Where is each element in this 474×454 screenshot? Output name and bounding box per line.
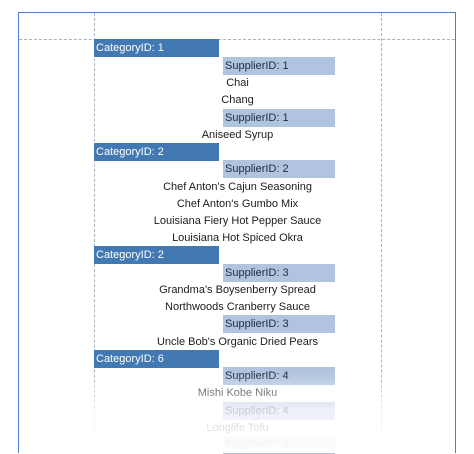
report-page: CategoryID: 1 SupplierID: 1 Chai Chang S… [18, 12, 456, 454]
product-row: Chef Anton's Gumbo Mix [176, 198, 299, 210]
product-row: Louisiana Hot Spiced Okra [172, 232, 303, 244]
left-margin-guide [94, 13, 95, 453]
product-row: Mishi Kobe Niku [197, 387, 278, 399]
product-row: Chang [221, 94, 254, 106]
category-group-header: CategoryID: 1 [94, 39, 219, 57]
category-group-header: CategoryID: 6 [94, 350, 219, 368]
supplier-group-header: SupplierID: 4 [223, 367, 335, 385]
supplier-group-header: SupplierID: 4 [223, 402, 335, 420]
product-row: Uncle Bob's Organic Dried Pears [156, 336, 319, 348]
page-header-margin-guide [19, 39, 455, 40]
supplier-group-header: SupplierID: 1 [223, 57, 335, 75]
category-group-header: CategoryID: 2 [94, 143, 219, 161]
supplier-group-header: SupplierID: 3 [223, 264, 335, 282]
category-group-header: CategoryID: 2 [94, 246, 219, 264]
product-row: Chef Anton's Cajun Seasoning [163, 181, 312, 193]
product-row: Chai [226, 77, 249, 89]
product-row: Grandma's Boysenberry Spread [159, 284, 316, 296]
supplier-group-header: SupplierID: 3 [223, 315, 335, 333]
product-row: Louisiana Fiery Hot Pepper Sauce [153, 215, 322, 227]
supplier-group-header: SupplierID: 2 [223, 160, 335, 178]
product-row: Northwoods Cranberry Sauce [165, 301, 310, 313]
product-row: Longlife Tofu [206, 422, 269, 434]
product-row: Aniseed Syrup [201, 129, 274, 141]
right-margin-guide [381, 13, 382, 453]
supplier-group-header: SupplierID: 4 [223, 436, 335, 454]
supplier-group-header: SupplierID: 1 [223, 109, 335, 127]
